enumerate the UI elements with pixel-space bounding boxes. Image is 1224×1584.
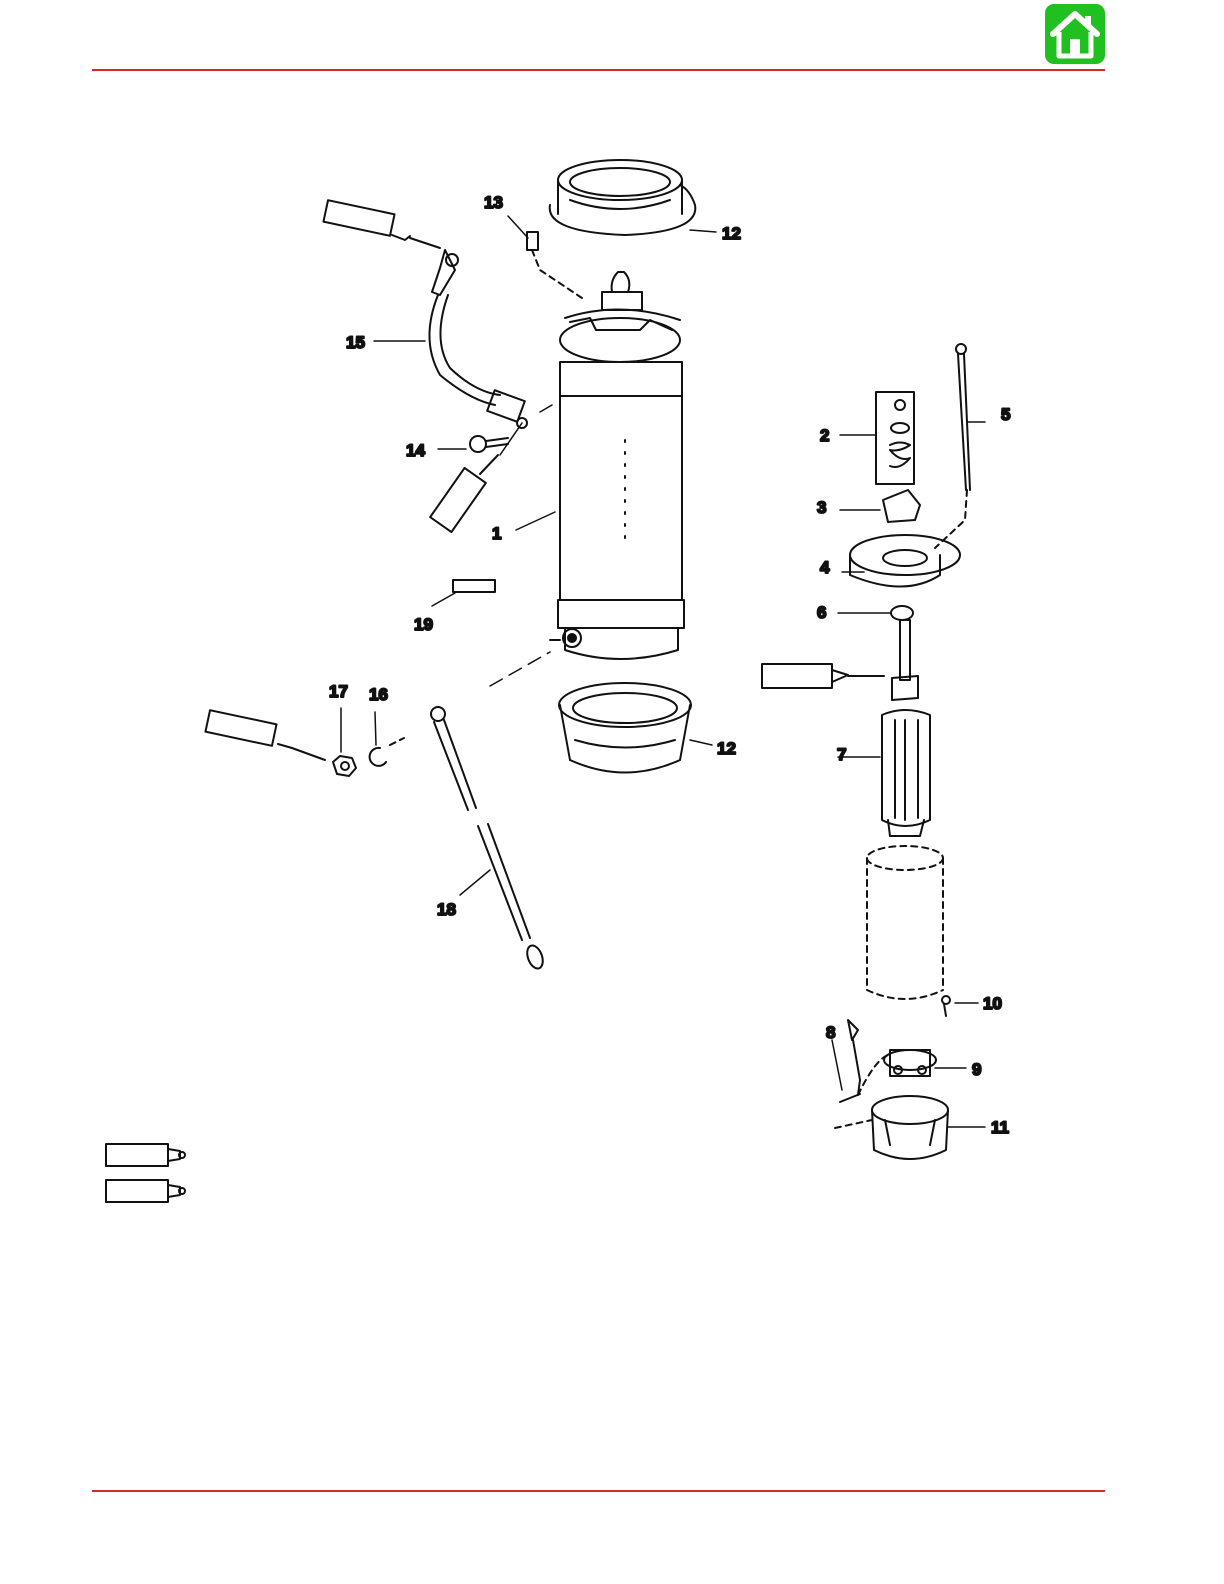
armature [882,620,930,836]
callout-12-bottom: 12 [717,739,736,758]
collar-bottom [559,683,691,773]
ground-cable [431,707,546,971]
lubricant-tube-4 [762,664,884,688]
callout-11: 11 [991,1118,1009,1137]
callout-10: 10 [983,994,1002,1013]
drive-assembly [876,392,920,522]
collar-top [550,160,696,235]
end-cap-lower [835,1096,948,1159]
starter-motor [550,272,684,659]
brush-lead [840,1020,888,1102]
callout-7: 7 [837,745,846,764]
nut-lockwasher [333,738,404,776]
clip [527,232,582,298]
callout-13: 13 [484,193,503,212]
callout-12-top: 12 [722,224,741,243]
callout-14: 14 [406,441,425,460]
legend-tube-2 [106,1180,185,1202]
through-bolt [935,344,970,548]
lubricant-tube-2 [430,455,498,532]
callout-15: 15 [346,333,365,352]
callout-4: 4 [820,558,830,577]
housing-cover [867,846,943,999]
callout-5: 5 [1001,405,1010,424]
callout-9: 9 [972,1060,981,1079]
positive-cable [429,250,527,428]
screw [470,436,508,452]
decal [453,580,495,592]
lubricant-tube-3 [205,710,325,760]
callout-6: 6 [817,603,826,622]
brush-plate [884,1050,936,1076]
screw-small [942,996,950,1016]
leader-lines [341,216,985,1127]
lubricant-tube-1 [323,200,440,248]
callout-3: 3 [817,498,826,517]
callout-17: 17 [329,682,348,701]
callout-19: 19 [414,615,433,634]
end-cap-upper [850,535,960,587]
callout-16: 16 [369,685,388,704]
callout-18: 18 [437,900,456,919]
thrust-washer [891,606,913,620]
callout-1: 1 [492,524,501,543]
callout-8: 8 [826,1023,835,1042]
callout-2: 2 [820,426,829,445]
legend-tube-1 [106,1144,185,1166]
